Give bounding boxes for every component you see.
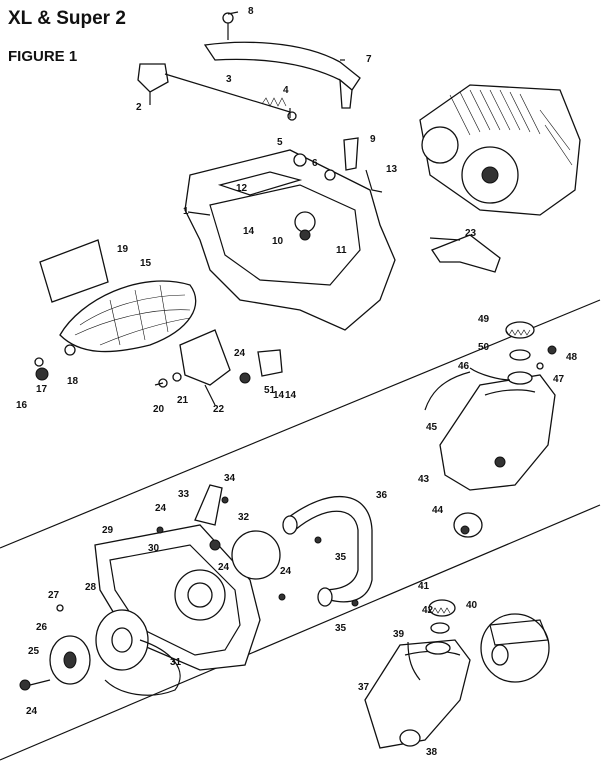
- diagram-title: XL & Super 2: [8, 8, 126, 29]
- gasket-50: [509, 349, 531, 361]
- deflector-plate: [179, 329, 231, 386]
- washer-47: [536, 362, 544, 370]
- callout-41: 41: [418, 581, 430, 592]
- engine-assembly: [419, 84, 581, 216]
- callout-15: 15: [140, 258, 152, 269]
- fuel-tank: [364, 639, 471, 749]
- callout-46: 46: [458, 361, 470, 372]
- callout-10: 10: [272, 236, 284, 247]
- callout-35-a: 35: [335, 552, 347, 563]
- callout-18: 18: [67, 376, 79, 387]
- callout-2: 2: [136, 102, 142, 113]
- callout-30: 30: [148, 543, 160, 554]
- callout-32: 32: [238, 512, 250, 523]
- callout-51: 51: [264, 385, 276, 396]
- callout-31: 31: [170, 657, 182, 668]
- screw-8: [222, 12, 234, 24]
- cover-32: [231, 530, 281, 580]
- callout-14-c: 14: [285, 390, 297, 401]
- callout-33: 33: [178, 489, 190, 500]
- callout-7: 7: [366, 54, 372, 65]
- bracket-9: [343, 137, 359, 171]
- callout-16: 16: [16, 400, 28, 411]
- section-divider-upper: [0, 299, 601, 549]
- callout-24-e: 24: [26, 706, 38, 717]
- callout-17: 17: [36, 384, 48, 395]
- callout-1: 1: [183, 206, 189, 217]
- screw-48: [547, 345, 557, 355]
- callout-44: 44: [432, 505, 444, 516]
- callout-23: 23: [465, 228, 477, 239]
- callout-27: 27: [48, 590, 60, 601]
- callout-29: 29: [102, 525, 114, 536]
- gasket-42: [430, 622, 450, 634]
- front-handle: [284, 496, 373, 603]
- callout-5: 5: [277, 137, 283, 148]
- callout-39: 39: [393, 629, 405, 640]
- oil-tank: [424, 367, 556, 491]
- callout-35-b: 35: [335, 623, 347, 634]
- callout-24-d: 24: [280, 566, 292, 577]
- callout-42: 42: [422, 605, 434, 616]
- figure-label: FIGURE 1: [8, 48, 78, 65]
- callout-13: 13: [386, 164, 398, 175]
- callout-37: 37: [358, 682, 370, 693]
- callout-40: 40: [466, 600, 478, 611]
- callout-50: 50: [478, 342, 490, 353]
- callout-14-b: 14: [273, 390, 285, 401]
- callout-9: 9: [370, 134, 376, 145]
- screw-24-starter: [19, 679, 31, 691]
- callout-19: 19: [117, 244, 129, 255]
- section-divider-lower: [0, 504, 601, 761]
- cover-plate-23: [431, 234, 501, 273]
- callout-labels: 1 2 3 4 5 6 7 8 9 10 11 12 13 14 14 14 1…: [16, 6, 578, 758]
- callout-20: 20: [153, 404, 165, 415]
- clip-13: [365, 169, 383, 193]
- throttle-rod: [164, 73, 291, 113]
- bracket-51: [257, 349, 283, 377]
- grommet-38: [399, 729, 421, 747]
- callout-12: 12: [236, 183, 248, 194]
- callout-21: 21: [177, 395, 189, 406]
- callout-48: 48: [566, 352, 578, 363]
- callout-11: 11: [336, 245, 347, 256]
- clip-27: [56, 604, 64, 612]
- starter-rope: [104, 639, 181, 696]
- washer-17: [34, 357, 44, 367]
- callout-6: 6: [312, 158, 318, 169]
- callout-38: 38: [426, 747, 438, 758]
- callout-26: 26: [36, 622, 48, 633]
- main-housing: [184, 149, 396, 331]
- hose-39: [407, 641, 421, 681]
- callout-47: 47: [553, 374, 565, 385]
- hose-45: [424, 371, 471, 411]
- callout-49: 49: [478, 314, 490, 325]
- throttle-spring: [261, 97, 287, 107]
- callout-3: 3: [226, 74, 232, 85]
- screw-16: [35, 367, 49, 381]
- washer-18: [64, 344, 76, 356]
- callout-24-a: 24: [234, 348, 246, 359]
- lever-33: [194, 484, 223, 526]
- callout-22: 22: [213, 404, 225, 415]
- callout-24-c: 24: [218, 562, 230, 573]
- callout-28: 28: [85, 582, 97, 593]
- handle-bracket: [339, 78, 353, 109]
- callout-43: 43: [418, 474, 430, 485]
- throttle-trigger: [137, 63, 169, 93]
- callout-24-b: 24: [155, 503, 167, 514]
- filter-gasket: [39, 239, 109, 303]
- hose-46: [469, 367, 511, 381]
- callout-14-a: 14: [243, 226, 255, 237]
- callout-4: 4: [283, 85, 289, 96]
- detail-circle-40: [480, 613, 550, 683]
- grommet-44: [453, 512, 483, 538]
- callout-25: 25: [28, 646, 40, 657]
- callout-8: 8: [248, 6, 254, 17]
- callout-34: 34: [224, 473, 236, 484]
- callout-45: 45: [426, 422, 438, 433]
- callout-36: 36: [376, 490, 388, 501]
